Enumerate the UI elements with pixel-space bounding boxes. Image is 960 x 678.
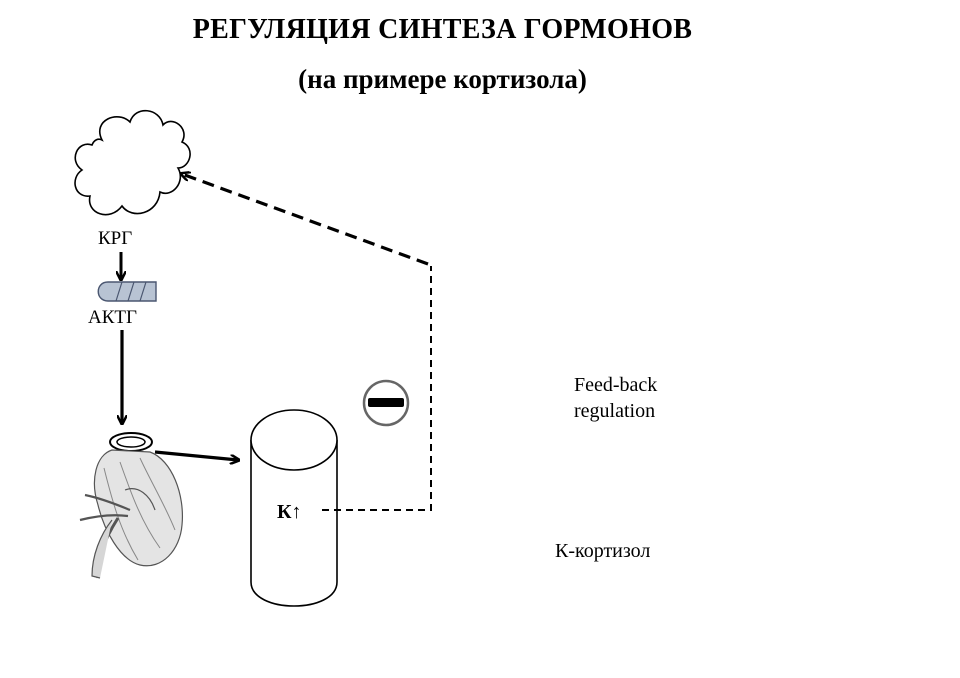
label-aktg: АКТГ xyxy=(88,307,137,328)
feedback-dashed-arrow xyxy=(182,174,429,266)
page-title: РЕГУЛЯЦИЯ СИНТЕЗА ГОРМОНОВ xyxy=(192,14,693,45)
label-cortisol-symbol: К↑ xyxy=(277,501,302,523)
pituitary-gland-icon xyxy=(97,281,157,302)
page-subtitle: (на примере кортизола) xyxy=(298,64,587,94)
label-legend: К-кортизол xyxy=(555,540,651,562)
feedback-dashed-line xyxy=(322,266,432,511)
minus-sign-icon xyxy=(362,379,410,427)
label-krg: КРГ xyxy=(98,228,133,249)
label-feedback: Feed-back regulation xyxy=(574,372,657,424)
label-feedback-line2: regulation xyxy=(574,400,656,422)
label-feedback-line1: Feed-back xyxy=(574,374,658,396)
kidney-adrenal-icon xyxy=(79,432,184,579)
cylinder-icon xyxy=(250,409,338,607)
cloud-icon xyxy=(74,109,191,216)
arrow-adrenal-to-target xyxy=(154,450,238,460)
